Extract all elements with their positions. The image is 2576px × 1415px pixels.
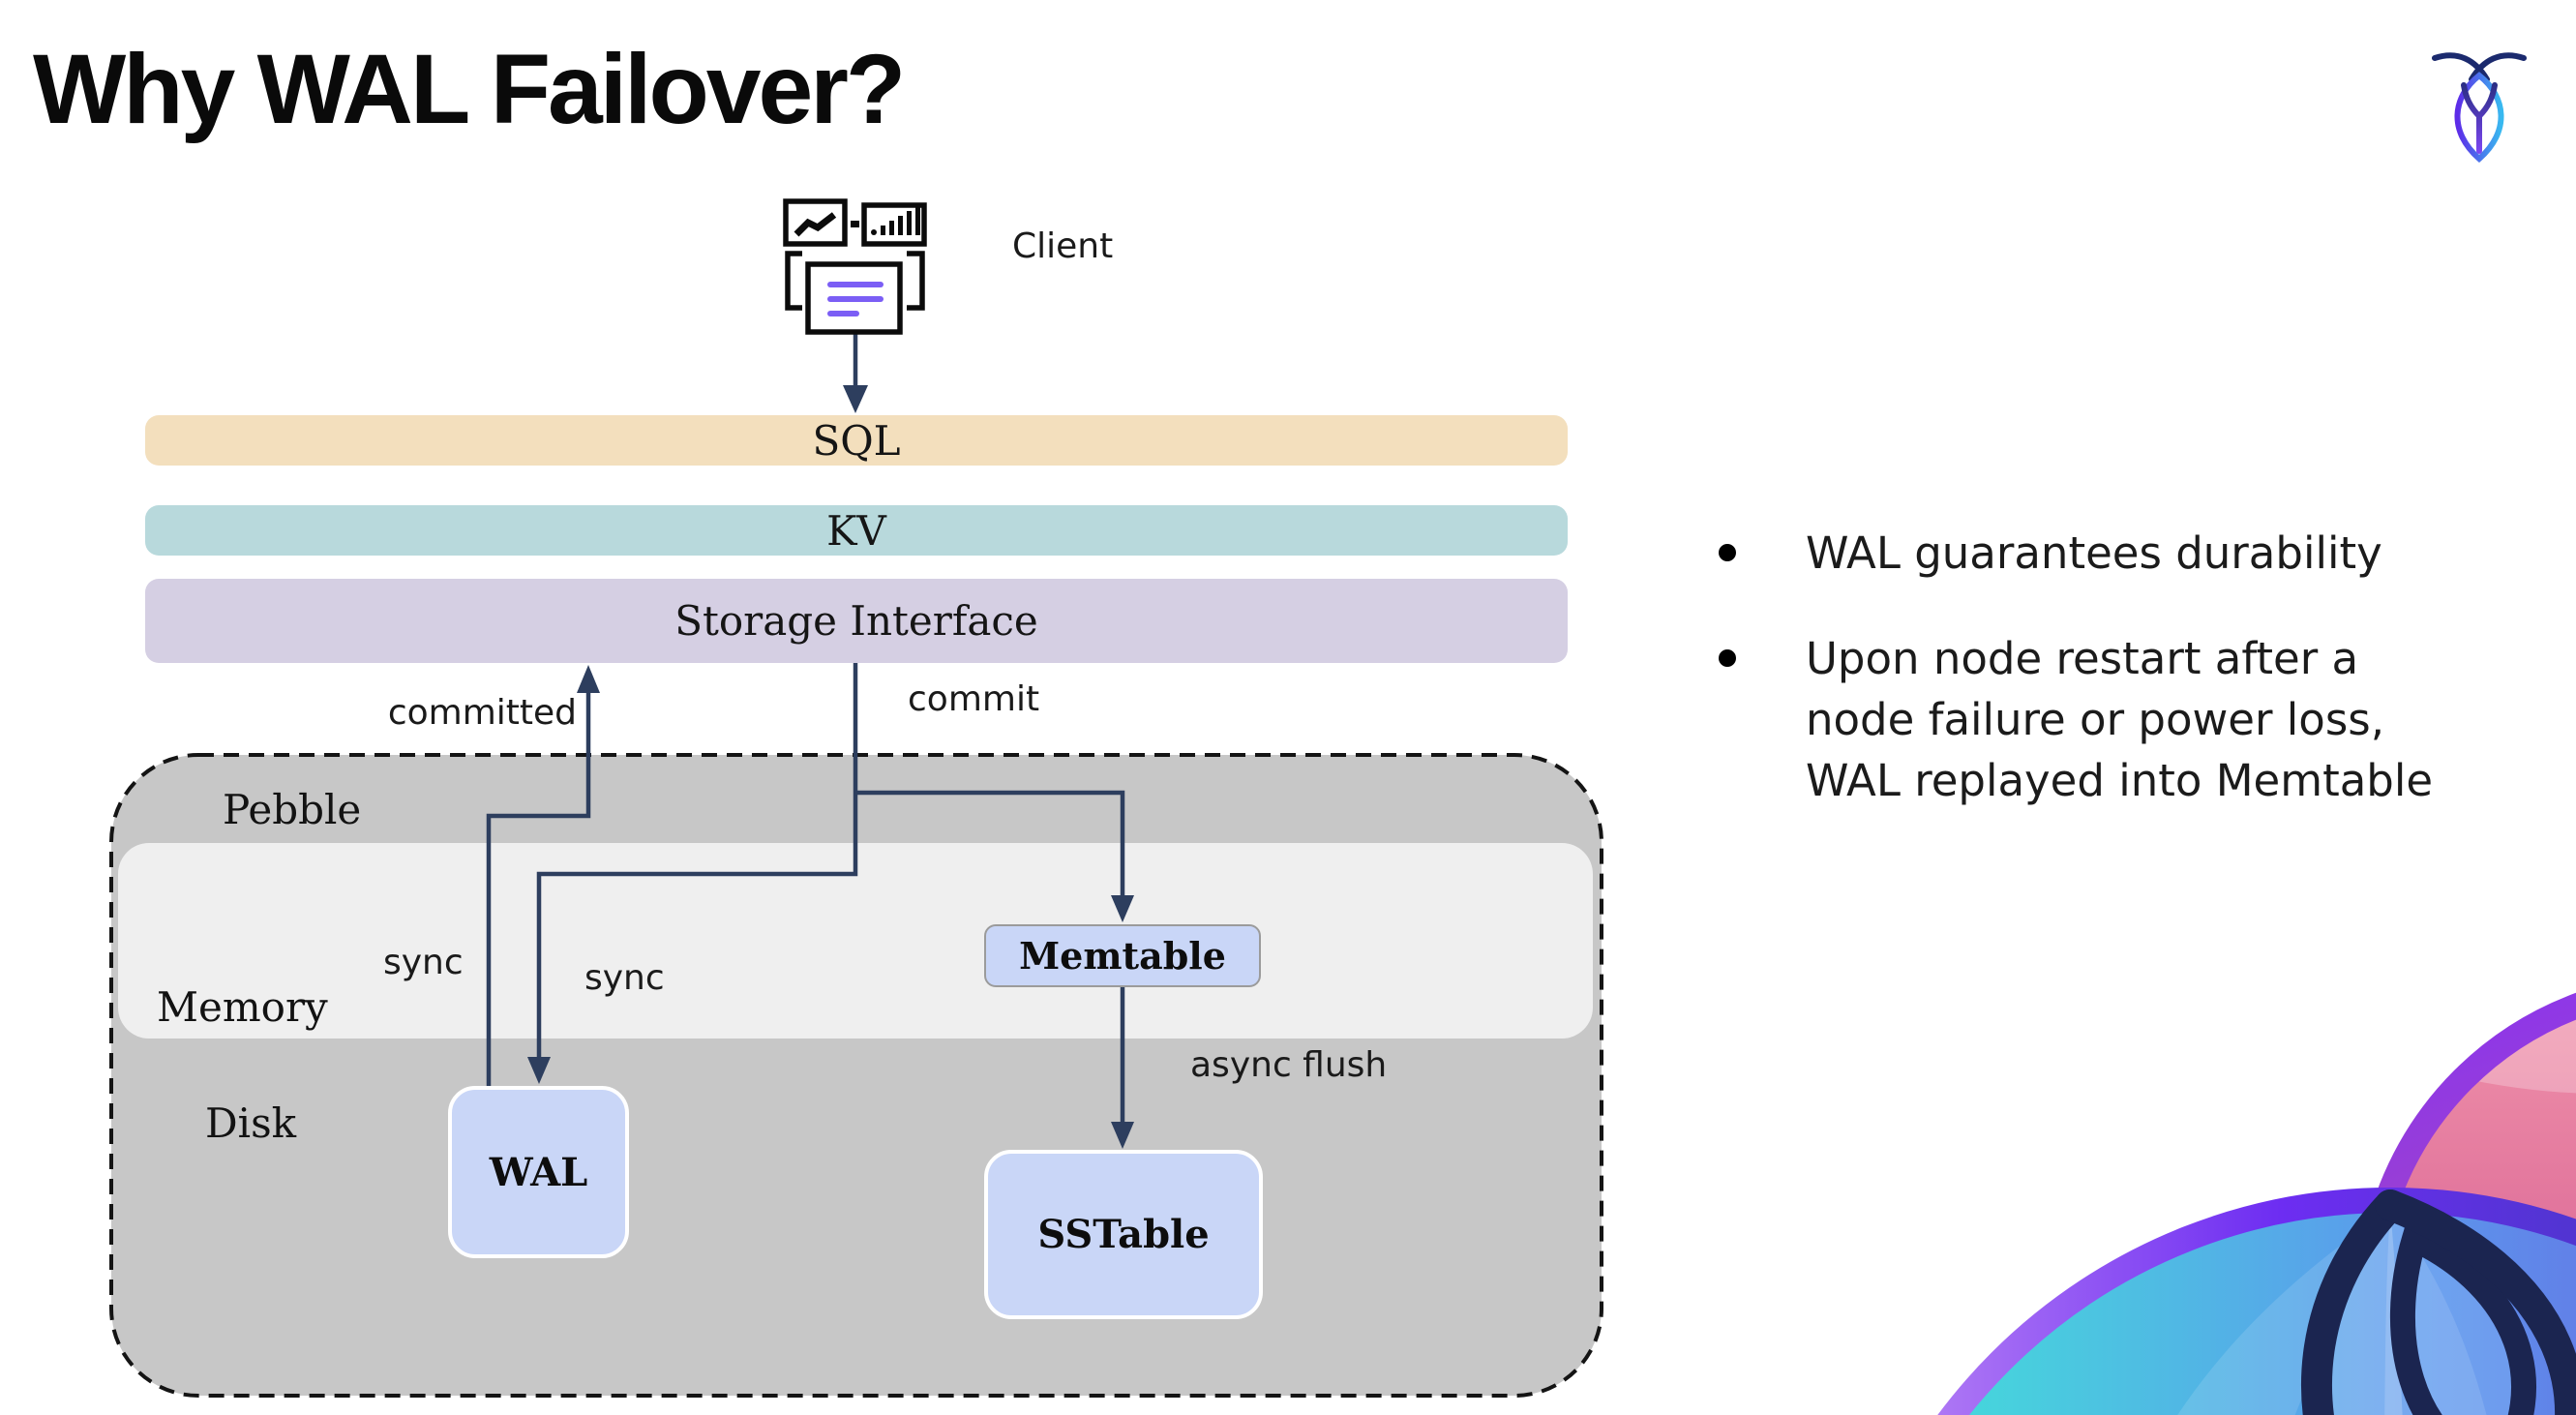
sstable-box: SSTable bbox=[984, 1150, 1263, 1319]
cockroachdb-logo-icon bbox=[2432, 52, 2527, 163]
wal-box: WAL bbox=[448, 1086, 629, 1258]
bullet-list: WAL guarantees durability Upon node rest… bbox=[1709, 523, 2561, 811]
disk-label: Disk bbox=[205, 1099, 297, 1147]
client-label: Client bbox=[1012, 226, 1114, 266]
arrowhead-memtable bbox=[1111, 895, 1134, 922]
layer-storage-interface: Storage Interface bbox=[145, 579, 1568, 663]
memory-label: Memory bbox=[157, 983, 328, 1031]
memtable-box: Memtable bbox=[984, 924, 1261, 987]
client-devices-icon bbox=[783, 198, 927, 335]
edge-label-sync-left: sync bbox=[383, 943, 464, 982]
arrowhead-client bbox=[843, 385, 868, 413]
document-icon bbox=[805, 261, 903, 335]
layer-kv: KV bbox=[145, 505, 1568, 556]
pebble-label: Pebble bbox=[223, 786, 362, 833]
bracket-left-icon bbox=[785, 251, 802, 311]
arrowhead-sstable bbox=[1111, 1122, 1134, 1149]
edge-commit-to-wal bbox=[536, 661, 858, 1061]
arrowhead-wal bbox=[527, 1057, 551, 1084]
edge-label-commit: commit bbox=[908, 679, 1040, 719]
bracket-right-icon bbox=[907, 251, 925, 311]
line-chart-icon bbox=[783, 198, 848, 247]
bullet-item: WAL guarantees durability bbox=[1709, 523, 2561, 584]
edge-label-committed: committed bbox=[387, 693, 577, 733]
edge-label-sync-right: sync bbox=[584, 958, 665, 998]
bullet-item: Upon node restart after a node failure o… bbox=[1709, 628, 2561, 811]
layer-sql: SQL bbox=[145, 415, 1568, 466]
edge-committed bbox=[486, 691, 591, 1086]
arrowhead-committed bbox=[577, 665, 600, 693]
edge-label-async-flush: async flush bbox=[1190, 1045, 1388, 1085]
brand-decoration-graphic bbox=[1937, 992, 2576, 1415]
edge-commit-to-memtable bbox=[855, 790, 1125, 898]
page-title: Why WAL Failover? bbox=[33, 34, 906, 144]
bar-chart-icon bbox=[861, 202, 927, 247]
